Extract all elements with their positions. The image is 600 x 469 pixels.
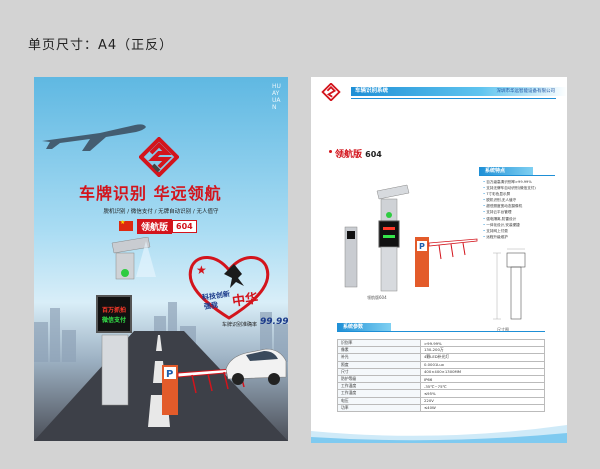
back-page: 车辆识别系统 深圳市华远智能设备有限公司 领航版 604 系统特点 百万级高清识… [311, 77, 567, 443]
spec-value: >99.99% [420, 338, 545, 348]
badge-name: 领航版 [137, 218, 173, 234]
dimension-drawing [493, 248, 526, 320]
feature-item: 一体化设计,安装便捷 [483, 222, 553, 228]
table-row: 功率≤40W [337, 403, 545, 412]
svg-text:★: ★ [196, 263, 207, 277]
spec-key: 识别率 [337, 338, 421, 348]
front-poster: HUAYUAN 车牌识别 华远领航 脱机识别 / 微信支付 / 无牌自动识别 /… [34, 77, 288, 441]
spec-key: 工作温度 [337, 382, 421, 391]
features-list: 百万级高清识别率>99.99% 支持无牌车自动识别(微信支付) 7寸彩色显示屏 … [483, 179, 553, 240]
heart-emblem-icon: ★ [188, 256, 270, 320]
table-row: 工作湿度≤95% [337, 389, 545, 398]
company-name: 深圳市华远智能设备有限公司 [496, 89, 556, 94]
page-size-label: 单页尺寸：A4（正反） [28, 38, 174, 53]
feature-item: 强电隔离,防雷设计 [483, 216, 553, 222]
header-divider [351, 98, 556, 99]
barrier-p-letter: P [166, 369, 173, 380]
feature-item: 支持无牌车自动识别(微信支付) [483, 185, 553, 191]
product-illustration: P [344, 184, 478, 292]
dimension-caption: 尺寸图 [497, 327, 509, 332]
features-heading: 系统特点 [479, 167, 533, 175]
spec-key: 补光 [337, 353, 421, 362]
company-logo-icon [139, 137, 179, 177]
feature-item: 支持云平台管理 [483, 209, 553, 215]
accuracy-value: 99.99% [260, 317, 288, 327]
table-row: 工作温度-35℃~75℃ [337, 382, 545, 391]
feature-item: 百万级高清识别率>99.99% [483, 179, 553, 185]
car-graphic [225, 348, 287, 385]
poster-slogan: 车牌识别 华远领航 [79, 184, 222, 203]
specs-heading: 系统参数 [337, 323, 391, 331]
spec-key: 像素 [337, 346, 421, 355]
feature-item: 7寸彩色显示屏 [483, 191, 553, 197]
china-flag-icon [119, 219, 133, 231]
heart-text-3: 中华 [231, 291, 260, 310]
spec-value: 0.0001Lux [420, 360, 545, 369]
product-name: 领航版 [335, 150, 363, 160]
screen-line-1: 百万抓拍 [102, 307, 127, 314]
header-bar [351, 87, 567, 96]
product-caption: 领航版604 [367, 295, 387, 300]
spec-key: 电压 [337, 396, 421, 405]
led-display-screen: 百万抓拍 微信支付 [96, 295, 132, 333]
spec-key: 照度 [337, 360, 421, 369]
screen-line-2: 微信支付 [102, 317, 127, 324]
company-logo-icon [321, 83, 341, 101]
accuracy-label: 车牌识别准确率 [222, 322, 258, 328]
spec-key: 功率 [337, 403, 421, 412]
table-row: 识别率>99.99% [337, 338, 545, 348]
model-badge: 领航版 604 [119, 218, 197, 234]
spec-value: ≤40W [420, 403, 545, 412]
svg-text:P: P [419, 242, 425, 251]
feature-item: 脱机识别,无人值守 [483, 197, 553, 203]
spec-value: 220V [420, 396, 545, 405]
product-title: 领航版 604 [335, 147, 382, 160]
spec-key: 防护等级 [337, 374, 421, 384]
specs-divider [337, 331, 545, 332]
spec-key: 尺寸 [337, 367, 421, 376]
product-model: 604 [365, 150, 382, 159]
spec-value: 400×400×1300MM [420, 367, 545, 376]
title-bullet [329, 150, 332, 153]
heart-text-2: 强我 [203, 301, 219, 311]
footer-wave [311, 425, 567, 443]
recognition-pillar [101, 237, 156, 406]
badge-model: 604 [172, 219, 197, 233]
spec-value: -35℃~75℃ [420, 382, 545, 391]
header-title: 车辆识别系统 [355, 88, 389, 94]
spec-value: 130-200万 [420, 346, 545, 355]
airplane-icon [42, 124, 146, 151]
vertical-brand-text: HUAYUAN [272, 83, 281, 111]
feature-item: 支持网上付费 [483, 228, 553, 234]
features-divider [479, 175, 555, 176]
spec-key: 工作湿度 [337, 389, 421, 398]
spec-value: ≤95% [420, 389, 545, 398]
feature-item: 超低照度宽动态摄像机 [483, 203, 553, 209]
spec-value: 4颗LED补光灯 [420, 353, 545, 362]
feature-item: 远程升级维护 [483, 234, 553, 240]
poster-subtitle: 脱机识别 / 微信支付 / 无牌自动识别 / 无人值守 [103, 209, 219, 215]
spec-value: IP66 [420, 374, 545, 384]
